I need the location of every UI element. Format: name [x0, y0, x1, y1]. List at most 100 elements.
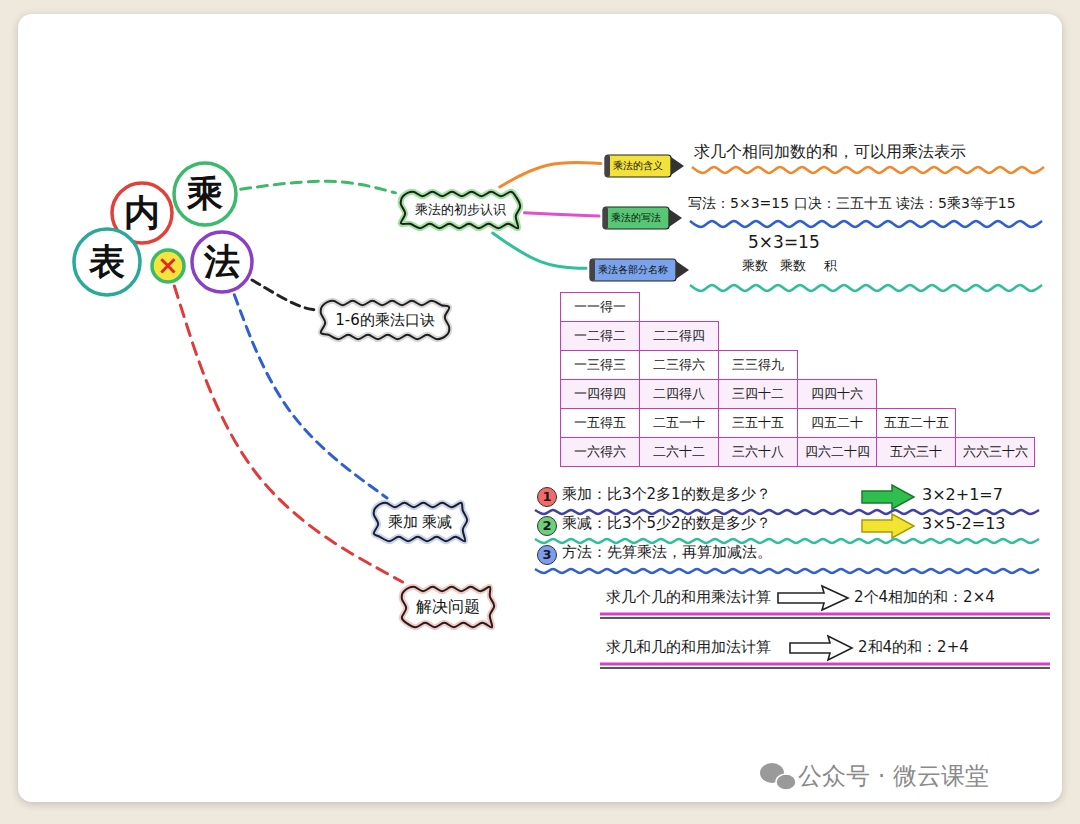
wechat-icon — [776, 774, 796, 790]
underline — [600, 663, 1050, 666]
marker-cap — [590, 259, 595, 281]
box-outline — [402, 587, 495, 628]
table-cell: 四五二十 — [797, 408, 877, 438]
branch-box: 乘法的初步认识 — [400, 191, 521, 229]
marker-body — [590, 259, 676, 281]
note-text: 求几个相同加数的和，可以用乘法表示 — [694, 142, 966, 161]
branch-line — [493, 233, 586, 268]
table-cell: 五五二十五 — [876, 408, 956, 438]
node-text: 乘法各部分名称 — [598, 264, 668, 276]
marker-tip — [669, 209, 682, 227]
item-text: 乘减：比3个5少2的数是多少？ — [562, 514, 771, 532]
marker-tip — [676, 261, 689, 279]
node-text: 乘法的初步认识 — [415, 202, 506, 218]
node-text: 乘 — [187, 172, 223, 215]
marker-body — [605, 155, 671, 177]
branch-box: 1-6的乘法口诀 — [320, 300, 450, 340]
node-text: 1-6的乘法口诀 — [335, 311, 435, 329]
formula-text: 2个4相加的和：2×4 — [854, 588, 995, 606]
circle-outline — [174, 163, 236, 225]
title-circle: 法 — [190, 230, 254, 294]
node-text: 乘加 乘减 — [388, 513, 453, 531]
marker-tag: 乘法各部分名称 — [590, 258, 690, 282]
marker-cap — [603, 207, 608, 229]
table-cell: 三三得九 — [718, 350, 798, 380]
node-text: × — [157, 250, 179, 281]
node-text: 乘法的写法 — [611, 212, 661, 224]
node-text: 表 — [89, 240, 125, 283]
callout-number: 1 — [537, 487, 557, 507]
node-text: 解决问题 — [416, 597, 480, 616]
table-cell: 五六三十 — [876, 437, 956, 467]
part-name: 积 — [824, 258, 837, 274]
formula-text: 5×3=15 — [748, 232, 820, 252]
wavy-line — [692, 167, 1044, 173]
outline-arrow — [790, 636, 852, 660]
wavy-line — [535, 510, 1039, 514]
yellow-arrow — [862, 514, 914, 538]
wavy-line — [690, 285, 1042, 291]
outline-arrow — [778, 586, 848, 610]
table-cell: 一一得一 — [560, 292, 640, 322]
formula-text: 2和4的和：2+4 — [858, 638, 969, 656]
table-cell: 四六二十四 — [797, 437, 877, 467]
item-text: 求几和几的和用加法计算 — [606, 638, 771, 656]
branch-line — [525, 213, 600, 216]
branch-box: 乘加 乘减 — [373, 502, 468, 542]
marker-tip — [671, 157, 684, 175]
table-cell: 二四得八 — [639, 379, 719, 409]
table-cell: 一四得四 — [560, 379, 640, 409]
branch-line — [241, 181, 396, 193]
box-glow — [402, 587, 495, 628]
box-outline — [321, 301, 450, 339]
formula-text: 3×2+1=7 — [922, 485, 1003, 504]
table-cell: 三六十八 — [718, 437, 798, 467]
marker-tag: 乘法的写法 — [603, 206, 683, 230]
item-text: 方法：先算乘法，再算加减法。 — [562, 543, 772, 561]
note-text: 写法：5×3=15 口决：三五十五 读法：5乘3等于15 — [688, 195, 1016, 212]
table-cell: 一五得五 — [560, 408, 640, 438]
node-text: 内 — [124, 191, 160, 234]
table-cell: 三四十二 — [718, 379, 798, 409]
watermark: 公众号 · 微云课堂 — [798, 762, 989, 791]
item-text: 乘加：比3个2多1的数是多少？ — [562, 485, 771, 503]
underline — [600, 667, 1050, 669]
underline — [600, 617, 1050, 619]
box-glow — [321, 301, 450, 339]
underline — [600, 613, 1050, 616]
table-cell: 一三得三 — [560, 350, 640, 380]
callout-number: 2 — [537, 516, 557, 536]
wavy-line — [535, 539, 1039, 543]
box-glow — [373, 503, 467, 542]
circle-outline — [74, 229, 140, 295]
table-cell: 六六三十六 — [955, 437, 1035, 467]
marker-body — [603, 207, 669, 229]
part-name: 乘数 — [780, 258, 806, 274]
table-cell: 二六十二 — [639, 437, 719, 467]
marker-tag: 乘法的含义 — [605, 154, 685, 178]
title-circle: 表 — [72, 227, 142, 297]
branch-line — [500, 162, 601, 187]
table-cell: 二五一十 — [639, 408, 719, 438]
green-arrow — [862, 485, 914, 509]
wavy-line — [535, 569, 1039, 573]
callout-number: 3 — [537, 545, 557, 565]
branch-box: 解决问题 — [401, 586, 495, 628]
table-cell: 一六得六 — [560, 437, 640, 467]
cross-circle: × — [150, 248, 186, 284]
circle-outline — [192, 232, 252, 292]
box-outline — [400, 192, 520, 229]
part-name: 乘数 — [742, 258, 768, 274]
wavy-line — [690, 221, 1042, 227]
table-cell: 三五十五 — [718, 408, 798, 438]
item-text: 求几个几的和用乘法计算 — [606, 588, 771, 606]
formula-text: 3×5-2=13 — [922, 514, 1005, 533]
branch-line — [252, 280, 316, 310]
marker-cap — [605, 155, 610, 177]
box-glow — [400, 192, 520, 229]
table-cell: 二二得四 — [639, 321, 719, 351]
table-cell: 二三得六 — [639, 350, 719, 380]
circle-outline — [152, 250, 184, 282]
title-circle: 乘 — [172, 161, 238, 227]
node-text: 法 — [204, 240, 240, 283]
